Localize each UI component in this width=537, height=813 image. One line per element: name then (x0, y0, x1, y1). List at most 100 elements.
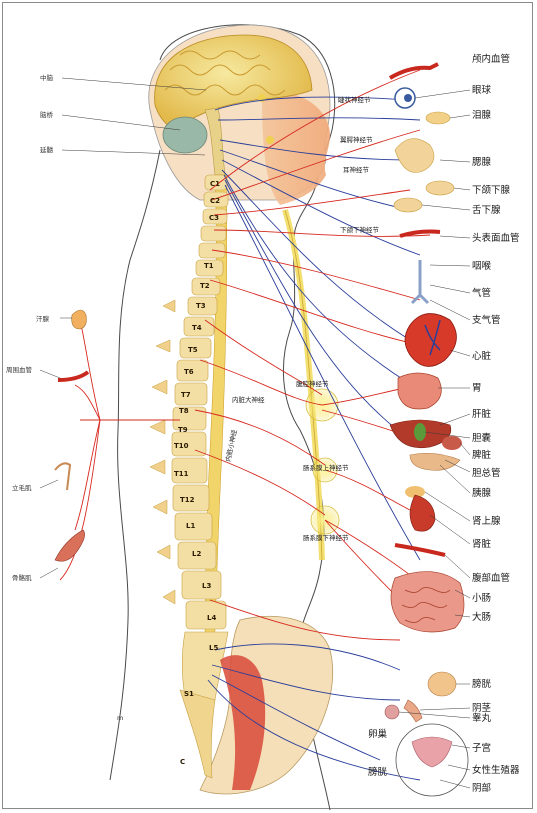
testicle (384, 704, 400, 720)
head-surface-vessel (399, 229, 441, 238)
label-vertebra: T10 (174, 442, 189, 450)
label-vertebra: L1 (186, 522, 195, 530)
label-organ: 舌下腺 (472, 204, 501, 216)
label-ganglion: 肠系膜下神经节 (303, 533, 349, 542)
label-organ: 肾上腺 (472, 515, 501, 527)
label-organ: 睾丸 (472, 712, 492, 724)
label-organ: 头表面血管 (472, 232, 520, 244)
label-organ: 心脏 (472, 350, 492, 362)
label-organ: 小肠 (472, 593, 491, 604)
label-vertebra: C1 (210, 180, 220, 188)
label-organ: 胰腺 (472, 487, 492, 499)
label-organ: 下颌下腺 (472, 184, 511, 196)
label-vertebra: S1 (184, 690, 194, 698)
peripheral-left (54, 309, 90, 562)
back-outline (109, 149, 161, 781)
pancreas (409, 453, 461, 471)
label-organ: 阴茎 (472, 702, 492, 714)
label-organ: 气管 (472, 287, 491, 299)
label-organ: 胆囊 (472, 432, 492, 444)
label-ganglion: 腹腔神经节 (296, 379, 329, 388)
uterus (411, 736, 453, 768)
arrector-muscle (54, 462, 72, 491)
label-arrector: 立毛肌 (12, 483, 32, 492)
heart-vessels (424, 319, 441, 356)
penis (403, 699, 423, 723)
psoas-muscle (220, 655, 266, 790)
label-vertebra: L5 (209, 644, 218, 652)
label-vertebra: L2 (192, 550, 201, 558)
label-organ: 肾脏 (472, 538, 492, 550)
label-organ: 女性生殖器 (472, 764, 520, 776)
label-organ: 胆总管 (472, 467, 501, 479)
label-organ: 眼球 (472, 84, 492, 96)
label-organ: 泪腺 (472, 109, 492, 121)
label-organ: 腮腺 (472, 156, 492, 168)
label-organ: 膀胱 (472, 678, 492, 690)
label-organ: 支气管 (472, 314, 501, 326)
spleen (442, 436, 462, 450)
label-vertebra: L3 (202, 582, 211, 590)
label-ganglion: 内脏大神经 (232, 395, 265, 404)
lacrimal-gland (425, 111, 451, 125)
label-ganglion: 翼腭神经节 (340, 135, 373, 144)
sacrum (179, 689, 216, 779)
label-organ: 颅内血管 (472, 53, 510, 65)
skeletal-muscle (54, 529, 85, 562)
label-peripheral-vessel: 周围血管 (6, 365, 33, 374)
label-organ: 胃 (472, 383, 482, 394)
label-ganglion: 内脏小神经 (223, 428, 239, 462)
label-vertebra: T12 (180, 496, 195, 504)
label-organ: 肝脏 (472, 408, 492, 420)
sublingual-gland (393, 197, 423, 213)
cerebellum (162, 116, 208, 154)
abdominal-vessel (394, 543, 446, 557)
intestines (390, 571, 465, 633)
vertebral-column (171, 174, 229, 721)
label-vertebra: C (180, 758, 185, 766)
adrenal (405, 486, 425, 498)
label-ganglion: 肠系膜上神经节 (303, 463, 349, 472)
stomach (397, 372, 442, 410)
label-medulla: 延髓 (40, 145, 54, 154)
parasympathetic-fibers (207, 96, 421, 781)
label-ovary: 卵巢 (368, 728, 388, 740)
label-bladder-female: 膀胱 (368, 766, 388, 778)
bladder (427, 671, 457, 697)
label-organ: 大肠 (472, 611, 491, 623)
label-sweat-gland: 汗腺 (36, 314, 50, 323)
label-midbrain: 中脑 (40, 73, 54, 82)
trachea (410, 260, 430, 305)
sympathetic-trunk-edge (284, 209, 323, 561)
label-pons: 脑桥 (40, 110, 54, 119)
label-skeletal-muscle: 骨骼肌 (12, 573, 32, 582)
label-vertebra: T2 (200, 282, 210, 290)
kidney (409, 494, 436, 532)
label-organ: 阴部 (472, 782, 491, 794)
label-vertebra: T7 (181, 391, 191, 399)
intracranial-vessel (388, 62, 439, 80)
label-ganglion: 睫状神经节 (338, 95, 371, 104)
label-m: m (117, 714, 123, 722)
label-vertebra: T1 (204, 262, 214, 270)
label-vertebra: T5 (188, 346, 198, 354)
right-labels: 颅内血管 眼球 泪腺 腮腺 下颌下腺 舌下腺 头表面血管 咽喉 气管 支气管 心… (368, 53, 520, 794)
label-vertebra: C2 (210, 197, 220, 205)
label-vertebra: T4 (192, 324, 202, 332)
label-organ: 咽喉 (472, 260, 492, 272)
sweat-gland (71, 309, 87, 330)
spinous-processes (149, 299, 176, 605)
label-vertebra: T11 (174, 470, 189, 478)
label-vertebra: T3 (196, 302, 206, 310)
pterygopalatine-ganglion (266, 136, 274, 144)
leader-lines (39, 77, 471, 789)
brain-folds (164, 50, 286, 96)
label-vertebra: C3 (209, 214, 219, 222)
label-vertebra: T6 (184, 368, 194, 376)
label-organ: 脾脏 (472, 449, 492, 461)
vertebra-labels: C1 C2 C3 T1 T2 T3 T4 T5 T6 T7 T8 T9 T10 … (174, 180, 220, 766)
heart (404, 313, 457, 367)
peripheral-vessel (57, 370, 90, 382)
label-ganglion: 下颌下神经节 (340, 225, 380, 234)
